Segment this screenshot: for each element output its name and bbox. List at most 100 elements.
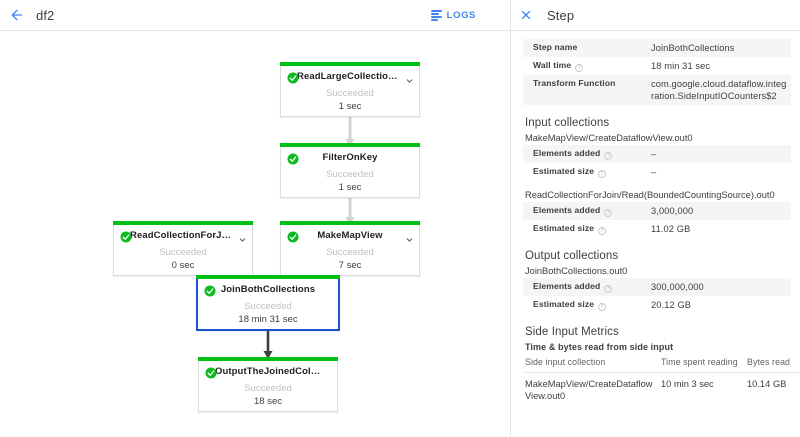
collection-metrics-table: Elements added? 3,000,000 Estimated size… — [523, 202, 791, 238]
step-summary-table: Step name JoinBothCollections Wall time?… — [523, 39, 791, 105]
side-input-metrics-table: Side input collection Time spent reading… — [525, 355, 800, 408]
row-value: 11.02 GB — [651, 224, 691, 234]
arrow-left-icon[interactable] — [0, 0, 34, 31]
help-icon[interactable]: ? — [598, 303, 607, 311]
node-status-label: Succeeded — [326, 169, 374, 180]
node-status-bar — [198, 357, 338, 361]
graph-node-read-collection-for-join[interactable]: ReadCollectionForJoin Succeeded 0 sec — [113, 221, 253, 276]
logs-button[interactable]: LOGS — [430, 0, 476, 31]
chevron-down-icon[interactable] — [405, 72, 414, 83]
row-value: JoinBothCollections — [641, 39, 791, 57]
node-status-label: Succeeded — [159, 247, 207, 258]
row-label: Elements added? — [523, 278, 641, 296]
graph-node-filter-on-key[interactable]: FilterOnKey Succeeded 1 sec — [280, 143, 420, 198]
node-status-label: Succeeded — [326, 247, 374, 258]
collection-name: MakeMapView/CreateDataflowView.out0 — [525, 133, 693, 143]
collection-metrics-table: Elements added? 300,000,000 Estimated si… — [523, 278, 791, 314]
table-row: Estimated size? 11.02 GB — [523, 220, 791, 238]
graph-canvas[interactable]: ReadLargeCollectionFr… Succeeded 1 sec F… — [0, 31, 510, 437]
close-icon[interactable] — [511, 0, 541, 31]
row-value: – — [651, 167, 657, 177]
check-circle-icon — [204, 284, 216, 296]
node-status-bar — [280, 221, 420, 225]
pipeline-graph-pane: df2 LOGS — [0, 0, 510, 437]
check-circle-icon — [287, 230, 299, 242]
table-row: Transform Function com.google.cloud.data… — [523, 75, 791, 105]
help-icon[interactable]: ? — [604, 209, 613, 217]
output-collections-section: Output collections JoinBothCollections.o… — [511, 250, 800, 314]
row-label: Wall time? — [523, 57, 641, 75]
row-label: Estimated size? — [523, 163, 641, 181]
node-header: FilterOnKey — [281, 147, 419, 168]
row-value: 18 min 31 sec — [651, 61, 711, 71]
row-label: Estimated size? — [523, 296, 641, 314]
node-header: JoinBothCollections — [198, 279, 338, 300]
node-time-label: 18 min 31 sec — [238, 314, 298, 325]
row-value: 3,000,000 — [641, 202, 791, 220]
help-icon[interactable]: ? — [604, 152, 613, 160]
table-row: Estimated size? 20.12 GB — [523, 296, 791, 314]
node-header: ReadCollectionForJoin — [114, 225, 252, 246]
section-title: Input collections — [525, 117, 610, 129]
collection-group: JoinBothCollections.out0 Elements added?… — [511, 266, 800, 314]
collection-metrics-table: Elements added? – Estimated size? – — [523, 145, 791, 181]
step-details-panel: Step Step name JoinBothCollections Wall … — [510, 0, 800, 437]
help-icon[interactable]: ? — [598, 170, 607, 178]
panel-title: Step — [547, 7, 575, 23]
node-status-bar — [196, 275, 340, 279]
check-circle-icon — [287, 152, 299, 164]
row-value: com.google.cloud.dataflow.integration.Si… — [641, 75, 791, 105]
column-header: Side input collection — [525, 355, 661, 373]
collection-group: MakeMapView/CreateDataflowView.out0 Elem… — [511, 133, 800, 181]
node-title: ReadCollectionForJoin — [130, 230, 236, 241]
check-circle-icon — [205, 366, 217, 378]
logs-icon — [430, 10, 442, 21]
node-title: OutputTheJoinedCollec… — [215, 366, 321, 377]
node-header: MakeMapView — [281, 225, 419, 246]
graph-node-read-large-collection[interactable]: ReadLargeCollectionFr… Succeeded 1 sec — [280, 62, 420, 117]
row-label: Elements added? — [523, 202, 641, 220]
graph-node-output-the-joined-collection[interactable]: OutputTheJoinedCollec… Succeeded 18 sec — [198, 357, 338, 412]
page-title: df2 — [36, 7, 55, 23]
node-status-bar — [280, 143, 420, 147]
chevron-down-icon[interactable] — [238, 231, 247, 242]
job-topbar: df2 LOGS — [0, 0, 510, 31]
graph-node-make-map-view[interactable]: MakeMapView Succeeded 7 sec — [280, 221, 420, 276]
node-title: MakeMapView — [317, 230, 383, 241]
row-value: – — [641, 145, 791, 163]
node-status-label: Succeeded — [244, 383, 292, 394]
help-icon[interactable]: ? — [598, 227, 607, 235]
check-circle-icon — [120, 230, 132, 242]
table-row: Wall time? 18 min 31 sec — [523, 57, 791, 75]
node-time-label: 1 sec — [338, 182, 362, 193]
panel-body: Step name JoinBothCollections Wall time?… — [511, 31, 800, 408]
chevron-down-icon[interactable] — [405, 231, 414, 242]
collection-group: ReadCollectionForJoin/Read(BoundedCounti… — [511, 190, 800, 238]
side-input-metrics-section: Side Input Metrics Time & bytes read fro… — [511, 326, 800, 408]
node-status-bar — [113, 221, 253, 225]
section-title: Side Input Metrics — [525, 326, 619, 338]
node-status-label: Succeeded — [326, 88, 374, 99]
row-label: Transform Function — [523, 75, 641, 105]
graph-node-join-both-collections[interactable]: JoinBothCollections Succeeded 18 min 31 … — [196, 275, 340, 331]
row-value: 20.12 GB — [651, 300, 692, 310]
help-icon[interactable]: ? — [604, 285, 613, 293]
node-title: ReadLargeCollectionFr… — [297, 71, 403, 82]
input-collections-section: Input collections MakeMapView/CreateData… — [511, 117, 800, 238]
section-title: Output collections — [525, 250, 619, 262]
table-row: Elements added? 300,000,000 — [523, 278, 791, 296]
node-status-label: Succeeded — [244, 301, 292, 312]
table-row: Elements added? 3,000,000 — [523, 202, 791, 220]
node-time-label: 0 sec — [171, 260, 195, 271]
node-title: FilterOnKey — [322, 152, 378, 163]
panel-header: Step — [511, 0, 800, 31]
node-title: JoinBothCollections — [220, 284, 316, 295]
cell-time-spent-reading: 10 min 3 sec — [661, 379, 714, 389]
table-row: Step name JoinBothCollections — [523, 39, 791, 57]
logs-button-label: LOGS — [446, 10, 476, 21]
help-icon[interactable]: ? — [575, 64, 584, 72]
check-circle-icon — [287, 71, 299, 83]
table-row: Estimated size? – — [523, 163, 791, 181]
column-header: Bytes read — [747, 355, 800, 373]
row-value: 300,000,000 — [641, 278, 791, 296]
